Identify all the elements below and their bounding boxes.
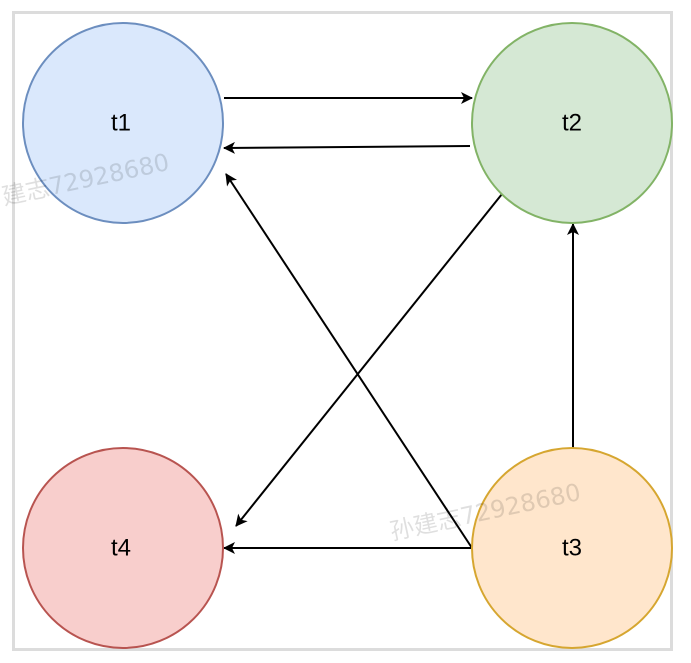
node-t2[interactable]: t2	[471, 22, 673, 224]
edge-t2-to-t1	[223, 141, 471, 154]
node-t2-circle	[471, 22, 673, 224]
diagram-frame	[12, 11, 673, 651]
edge-t2-to-t4	[235, 193, 503, 527]
edge-layer	[223, 92, 579, 554]
node-t1-label: t1	[111, 110, 131, 137]
node-t2-label: t2	[562, 110, 582, 137]
edge-t3-to-t1	[225, 173, 473, 549]
node-t4-label: t4	[111, 535, 131, 562]
node-t4[interactable]: t4	[22, 447, 224, 649]
node-t1-circle	[22, 22, 224, 224]
node-t3[interactable]: t3	[471, 447, 673, 649]
node-t1[interactable]: t1	[22, 22, 224, 224]
node-t3-label: t3	[562, 535, 582, 562]
node-t3-circle	[471, 447, 673, 649]
node-t4-circle	[22, 447, 224, 649]
